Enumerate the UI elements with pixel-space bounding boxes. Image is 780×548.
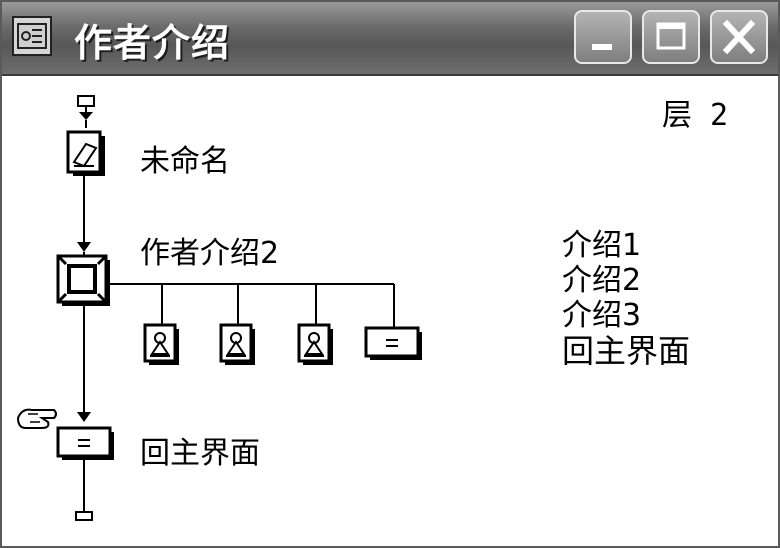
branch-title-1: 介绍1: [562, 228, 642, 263]
eraser-icon[interactable]: [66, 130, 105, 176]
node-label-3: 回主界面: [140, 436, 260, 471]
branch-title-3: 介绍3: [562, 298, 642, 333]
minimize-icon: [592, 44, 612, 50]
calculation-icon[interactable]: [56, 426, 114, 460]
branch-display-icon-1[interactable]: [143, 323, 179, 365]
branch-title-2: 介绍2: [562, 263, 642, 298]
flow-end-marker: [75, 511, 93, 521]
flow-start-marker: [77, 95, 95, 107]
minimize-button[interactable]: [574, 10, 632, 64]
close-icon: [722, 19, 756, 55]
window-title: 作者介绍: [74, 21, 231, 65]
title-bar[interactable]: 作者介绍: [2, 2, 778, 76]
node-label-1: 未命名: [140, 144, 230, 179]
branch-title-list: 介绍1 介绍2 介绍3 回主界面: [562, 228, 690, 369]
maximize-icon: [656, 22, 686, 50]
branch-title-4: 回主界面: [562, 332, 691, 370]
maximize-button[interactable]: [642, 10, 700, 64]
layer-label: 层 2: [662, 98, 729, 133]
branch-calculation-icon[interactable]: [364, 326, 422, 360]
branch-display-icon-3[interactable]: [297, 323, 333, 365]
flowline-canvas[interactable]: 层 2 未命名 作者介绍2 回主界面 介绍1 介绍2 介绍3 回主界面: [2, 76, 778, 546]
app-icon: [12, 16, 52, 56]
paste-hand-icon: [16, 408, 57, 429]
flowline-graphic: [16, 95, 422, 521]
branch-display-icon-2[interactable]: [219, 323, 255, 365]
close-button[interactable]: [710, 10, 768, 64]
node-label-2: 作者介绍2: [140, 236, 280, 271]
framework-icon[interactable]: [56, 254, 110, 306]
